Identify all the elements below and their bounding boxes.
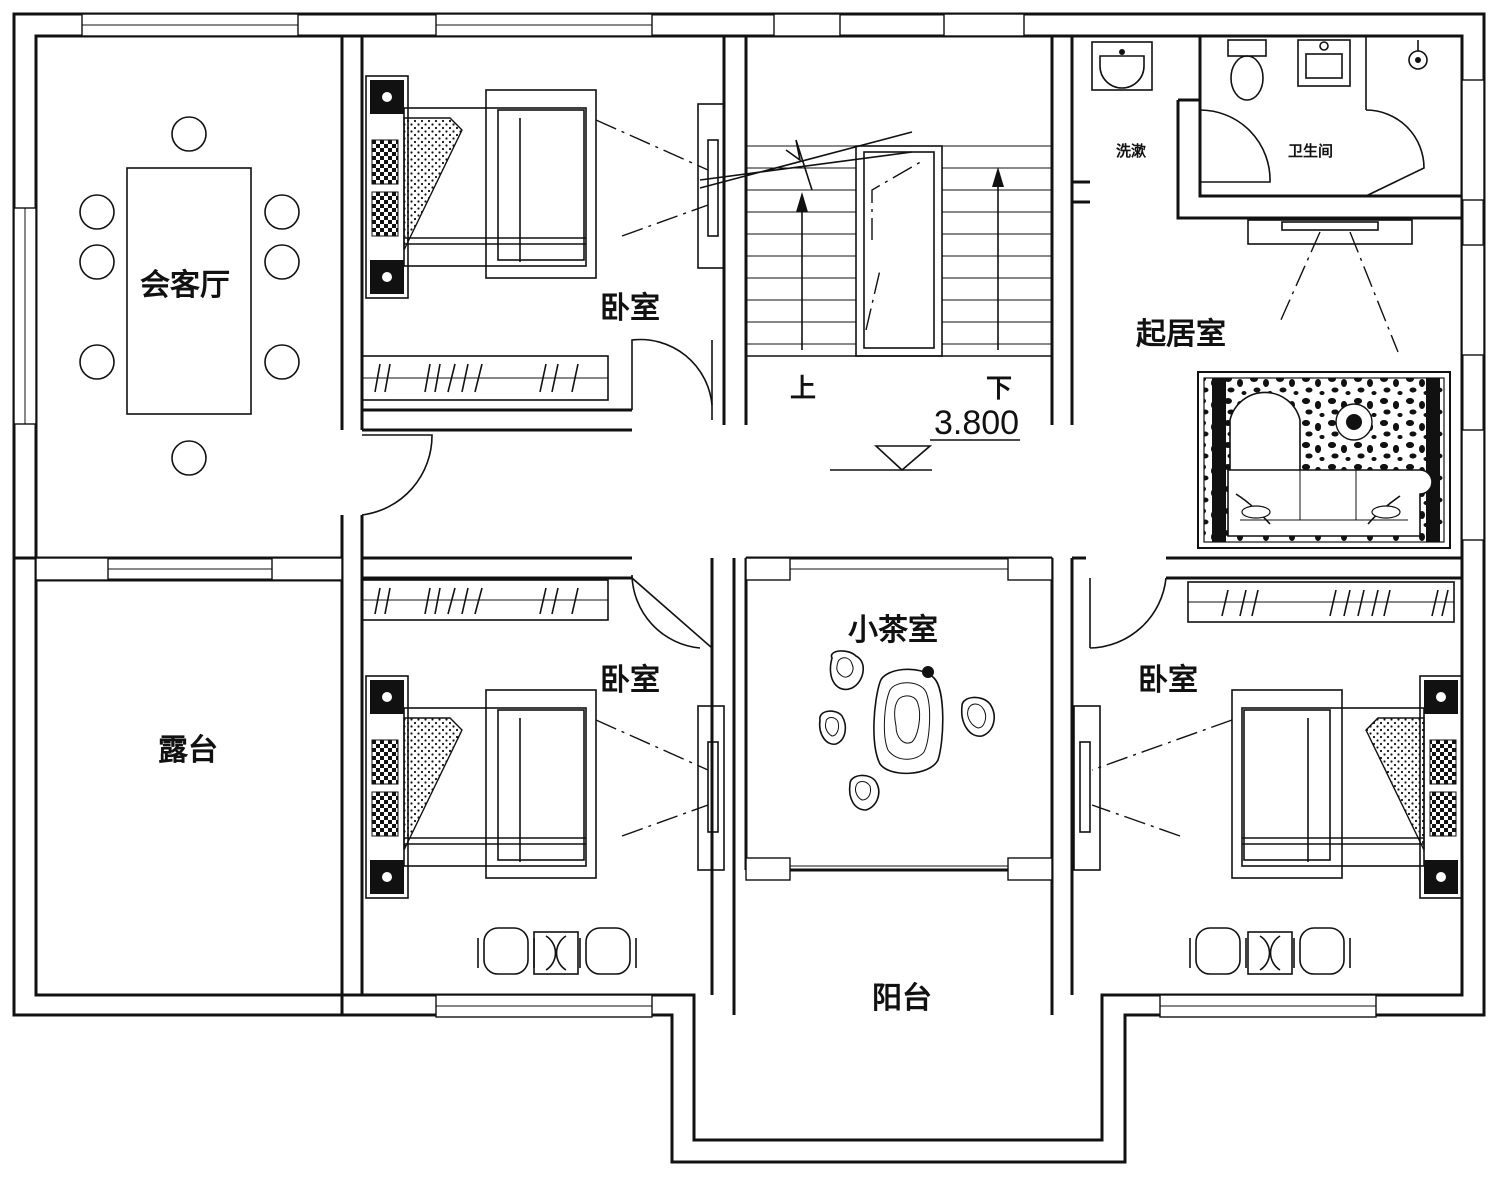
chairs-mid-right bbox=[1189, 927, 1351, 975]
tv-top bbox=[697, 103, 725, 269]
tv-mid-left bbox=[697, 705, 725, 871]
wardrobe-mid-left bbox=[361, 579, 609, 621]
wardrobe-top bbox=[361, 355, 609, 401]
bed-mid-left bbox=[365, 675, 709, 899]
label-living-room: 起居室 bbox=[1136, 317, 1226, 352]
label-bedroom-right: 卧室 bbox=[1138, 663, 1198, 698]
label-toilet: 卫生间 bbox=[1288, 142, 1333, 160]
label-wash: 洗漱 bbox=[1116, 142, 1147, 160]
meeting-table bbox=[79, 116, 300, 476]
elevation-marker: 3.800 bbox=[830, 404, 1020, 472]
tea-room-rockery bbox=[818, 650, 995, 811]
wardrobe-mid-right bbox=[1187, 581, 1455, 623]
windows bbox=[13, 13, 1485, 1018]
label-terrace: 露台 bbox=[158, 733, 218, 768]
bed-top bbox=[365, 75, 709, 299]
stair-down-label: 下 bbox=[986, 374, 1012, 404]
chairs-mid-left bbox=[477, 927, 637, 975]
label-balcony: 阳台 bbox=[872, 981, 932, 1016]
elevation-value: 3.800 bbox=[934, 404, 1019, 442]
room-labels: 会客厅 卧室 起居室 洗漱 卫生间 露台 小茶室 卧室 卧室 阳台 bbox=[140, 142, 1333, 1016]
label-bedroom-mid: 卧室 bbox=[600, 663, 660, 698]
tv-mid-right bbox=[1073, 705, 1101, 871]
staircase: 上 下 bbox=[699, 131, 1052, 404]
stair-up-label: 上 bbox=[790, 374, 816, 404]
living-room-furniture bbox=[1197, 219, 1451, 549]
bed-mid-right bbox=[1091, 675, 1463, 899]
label-tea-room: 小茶室 bbox=[848, 613, 938, 648]
label-meeting-hall: 会客厅 bbox=[140, 268, 230, 303]
bathroom-fixtures bbox=[1091, 36, 1428, 110]
doors bbox=[361, 109, 1425, 649]
label-bedroom-top: 卧室 bbox=[600, 291, 660, 326]
outer-walls bbox=[12, 12, 1486, 1164]
